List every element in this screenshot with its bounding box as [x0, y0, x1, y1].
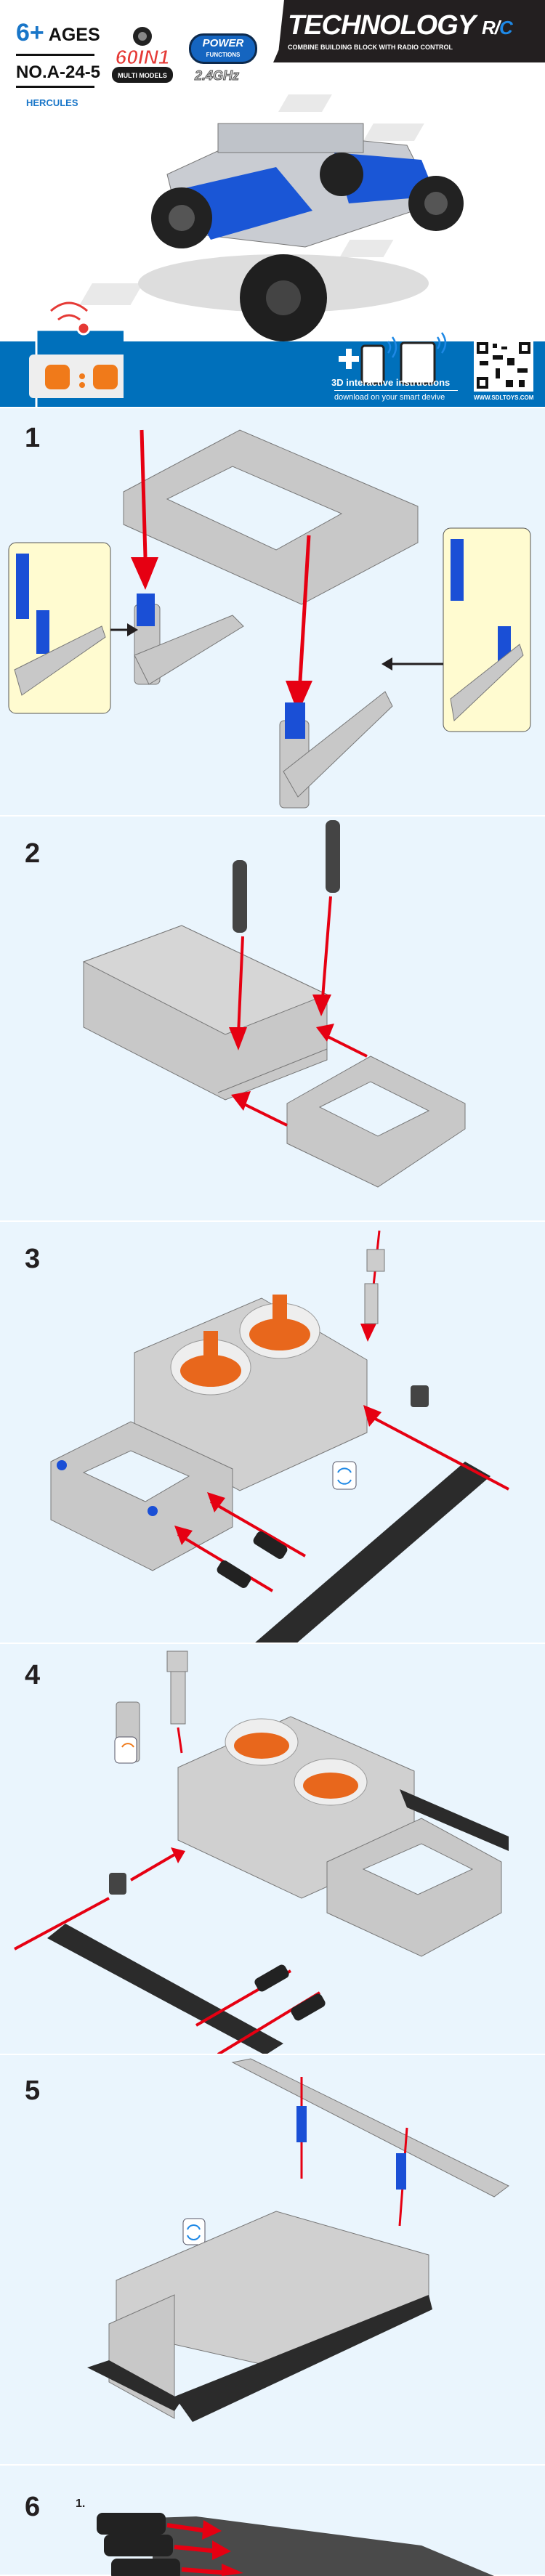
step-6-illustration	[97, 2513, 494, 2576]
step-4-illustration	[14, 1650, 509, 2055]
brand-tagline: COMBINE BUILDING BLOCK WITH RADIO CONTRO…	[288, 44, 453, 51]
step-4-panel: 4	[0, 1643, 545, 2055]
brand-banner	[273, 0, 545, 62]
smart-device-icon	[339, 332, 447, 385]
step-5-panel: 5	[0, 2054, 545, 2464]
remote-control-image	[29, 301, 124, 407]
qr-code[interactable]	[474, 339, 533, 392]
step-number: 2	[25, 838, 41, 869]
step-5-illustration	[87, 2058, 509, 2422]
step-number: 6	[25, 2492, 41, 2522]
divider	[16, 54, 94, 56]
step-1-panel: 1	[0, 407, 545, 815]
step-3-panel: 3	[0, 1220, 545, 1644]
60in1-logo: 60IN1 MULTI MODELS	[110, 26, 174, 86]
divider	[334, 390, 458, 391]
step-number: 3	[25, 1244, 41, 1274]
website-link[interactable]: WWW.SDLTOYS.COM	[474, 394, 534, 401]
model-number: NO.A-24-5	[16, 62, 101, 82]
frequency-label: 2.4GHz	[194, 68, 240, 84]
cover-header: 6+ AGES NO.A-24-5 HERCULES 60IN1 MULTI M…	[0, 0, 545, 407]
step-2-illustration	[82, 820, 466, 1188]
brand-title: TECHNOLOGY R/C	[288, 10, 513, 41]
step-number: 1	[25, 423, 41, 453]
divider	[16, 86, 94, 88]
substep-label: 1.	[76, 2498, 86, 2510]
svg-text:MULTI MODELS: MULTI MODELS	[118, 72, 167, 79]
step-6-panel: 6 1.	[0, 2464, 545, 2576]
step-1-illustration	[8, 429, 531, 809]
step-2-panel: 2	[0, 815, 545, 1220]
model-name: HERCULES	[26, 97, 78, 108]
instructions-title: 3D interactive instructions	[331, 377, 451, 388]
instructions-subtitle: download on your smart devive	[334, 393, 445, 402]
step-3-illustration	[50, 1230, 509, 1644]
step-number: 4	[25, 1660, 41, 1690]
svg-text:60IN1: 60IN1	[116, 46, 170, 68]
hero-vehicle-image	[79, 94, 464, 341]
age-rating: 6+ AGES	[16, 19, 100, 46]
step-number: 5	[25, 2075, 41, 2106]
